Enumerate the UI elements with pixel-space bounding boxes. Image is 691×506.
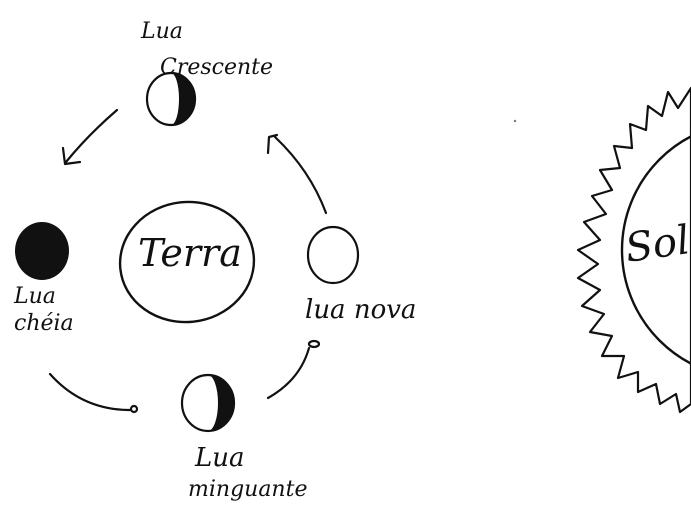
arrow-crescent-to-full — [66, 110, 117, 162]
arrow-full-to-waning-head — [131, 406, 137, 412]
sun: Sol — [578, 88, 691, 412]
arrow-waning-to-new-head — [309, 341, 319, 347]
full-label-line2: chéia — [14, 311, 74, 336]
sun-label: Sol — [623, 217, 691, 271]
earth: Terra — [114, 195, 260, 328]
moon-waning: Lua minguante — [182, 375, 307, 502]
waning-label-line1: Lua — [194, 443, 245, 473]
moon-full-disc — [15, 222, 69, 280]
waning-label-line2: minguante — [188, 477, 307, 502]
moon-new-disc — [308, 227, 358, 283]
moon-crescent: Lua Crescente — [140, 19, 273, 125]
moon-new: lua nova — [305, 227, 416, 325]
arrow-full-to-waning — [50, 374, 130, 410]
moon-waning-shaded-half — [208, 375, 234, 431]
arrow-waning-to-new — [268, 348, 309, 398]
new-moon-label: lua nova — [305, 295, 416, 325]
moon-crescent-shaded-half — [171, 73, 195, 125]
crescent-label-line1: Lua — [140, 19, 183, 44]
crescent-label-line2: Crescente — [160, 55, 273, 80]
moon-full: Lua chéia — [13, 222, 74, 336]
full-label-line1: Lua — [13, 284, 56, 309]
stray-mark — [514, 120, 516, 122]
earth-label: Terra — [138, 231, 242, 275]
arrow-new-to-crescent — [275, 137, 326, 213]
